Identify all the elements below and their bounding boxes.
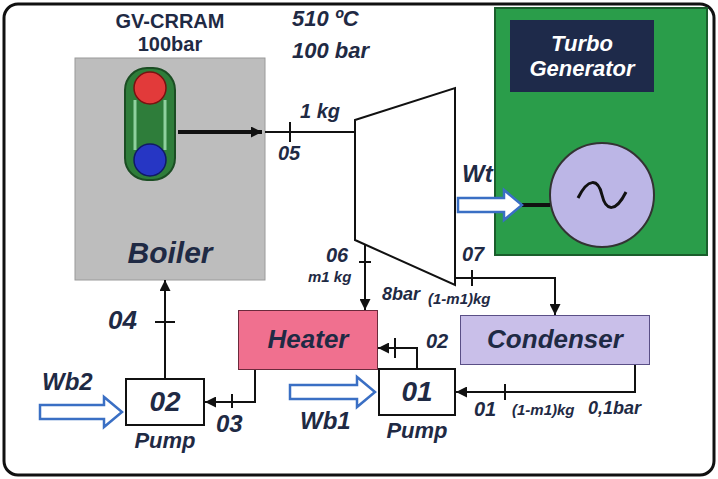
flow-line: [164, 280, 166, 378]
steam-outlet: [178, 130, 262, 134]
node-label: Boiler: [127, 236, 212, 271]
pump-box: 02Pump: [125, 378, 205, 426]
work-arrow: [290, 377, 375, 407]
state-tick: [359, 261, 371, 263]
steam-line: [265, 131, 355, 133]
extraction-line: [364, 245, 366, 310]
mass-flow-label: 1 kg: [300, 100, 340, 123]
shaft: [522, 203, 550, 207]
water-dome: [134, 144, 166, 176]
state-number: 07: [462, 243, 484, 266]
work-arrow: [458, 190, 522, 220]
boiler-box: GV-CRRAM 100barBoiler: [75, 58, 265, 280]
node-caption: GV-CRRAM 100bar: [105, 10, 235, 56]
generator-symbol: [550, 143, 654, 247]
turbine-symbol: [355, 88, 455, 285]
state-number: 02: [424, 330, 450, 353]
pressure-label: 8bar: [382, 284, 420, 305]
boiler-tube: [134, 100, 137, 150]
boiler-tube: [164, 100, 167, 150]
mass-flow-label: m1 kg: [308, 268, 351, 285]
flow-line: [456, 365, 635, 392]
state-number: 03: [214, 410, 245, 438]
pressure-label: 100 bar: [292, 38, 369, 63]
node-label: Heater: [268, 325, 349, 355]
boiler-drum: [125, 68, 175, 180]
work-label: Wt: [462, 160, 493, 188]
outer-frame: [4, 4, 714, 475]
mass-flow-label: (1-m1)kg: [428, 290, 491, 307]
pump-box: 01Pump: [378, 368, 456, 416]
node-caption: Pump: [386, 418, 447, 443]
work-label: Wb2: [42, 368, 93, 396]
node-label: 02: [149, 386, 180, 418]
state-tick: [289, 122, 291, 142]
state-number: 04: [106, 306, 139, 336]
steam-dome: [134, 72, 166, 104]
node-label: Turbo Generator: [522, 31, 642, 82]
temperature-label: 510 ºC: [292, 6, 359, 31]
condenser-box: Condenser: [460, 315, 650, 365]
generator-panel: [495, 8, 707, 255]
ac-wave: [578, 183, 626, 208]
node-label: Condenser: [487, 325, 623, 355]
state-tick: [471, 270, 473, 286]
state-number: 01: [474, 398, 496, 421]
mass-flow-label: (1-m1)kg: [512, 401, 575, 418]
flow-line: [378, 348, 417, 368]
node-caption: Pump: [134, 428, 195, 453]
boiler-housing: [75, 58, 265, 280]
work-label: Wb1: [300, 407, 351, 435]
flow-line: [205, 370, 255, 402]
heater-box: Heater: [238, 310, 378, 370]
node-label: 01: [401, 376, 432, 408]
pressure-label: 0,1bar: [588, 398, 641, 419]
state-number: 06: [326, 244, 348, 267]
state-number: 05: [278, 142, 300, 165]
work-arrow: [40, 397, 122, 427]
generator-box: Turbo Generator: [510, 20, 654, 92]
